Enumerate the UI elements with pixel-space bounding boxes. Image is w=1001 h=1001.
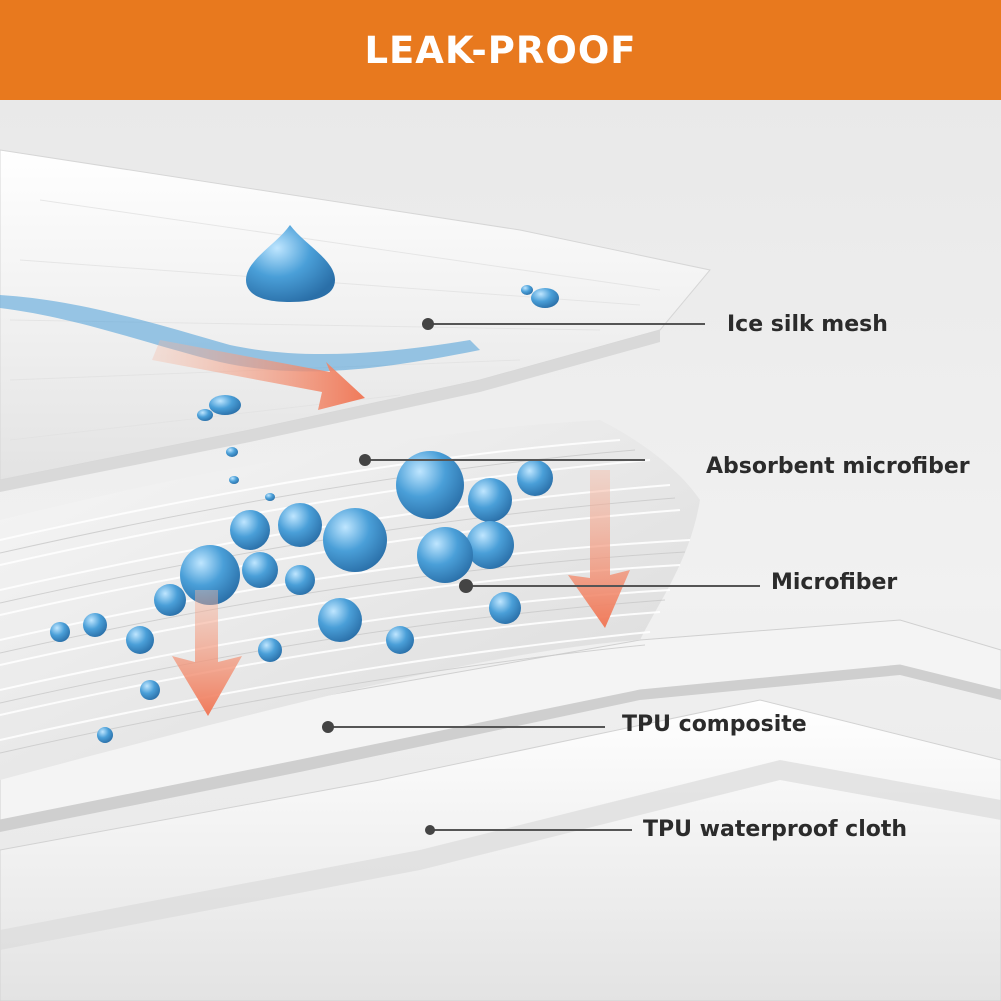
layers-illustration (0, 149, 1001, 1001)
leader-dots (322, 318, 473, 835)
flow-arrows (152, 340, 630, 716)
microfiber-bundle (0, 420, 700, 780)
banner-title: LEAK-PROOF (364, 28, 637, 72)
leader-lines (328, 323, 760, 831)
layer-diagram: Ice silk mesh Absorbent microfiber Micro… (0, 100, 1001, 1001)
water-drops (50, 225, 559, 743)
label-tpu-waterproof-cloth: TPU waterproof cloth (643, 817, 908, 842)
tpu-composite-layer (0, 619, 1001, 832)
label-absorbent-microfiber: Absorbent microfiber (706, 454, 970, 479)
label-ice-silk-mesh: Ice silk mesh (727, 312, 888, 337)
header-banner: LEAK-PROOF (0, 0, 1001, 100)
label-microfiber: Microfiber (771, 570, 898, 595)
label-tpu-composite: TPU composite (622, 712, 807, 737)
tpu-waterproof-cloth-layer (0, 699, 1001, 1001)
